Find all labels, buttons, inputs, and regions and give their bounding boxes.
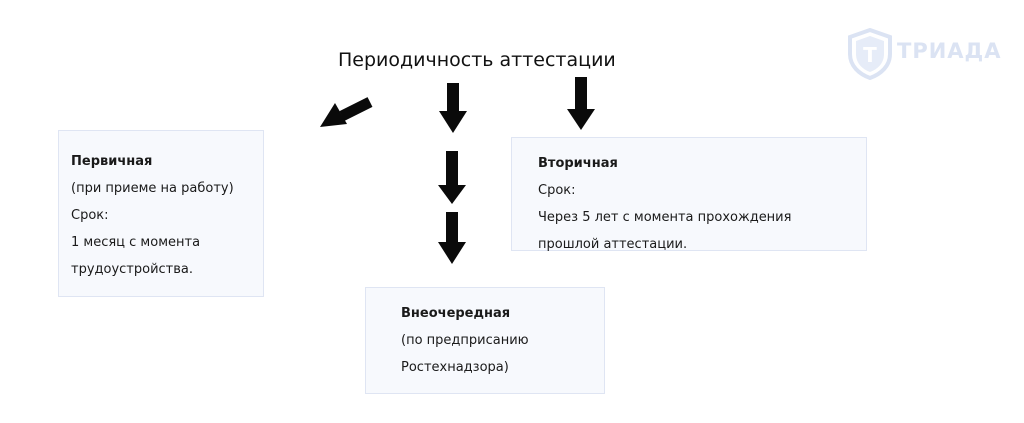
box-line: прошлой аттестации. <box>538 237 688 252</box>
box-line: Срок: <box>538 183 576 198</box>
triada-logo: Т ТРИАДА <box>846 28 1001 80</box>
secondary-attestation-box: Вторичная Срок: Через 5 лет с момента пр… <box>511 137 867 252</box>
arrow-to-secondary <box>567 77 595 130</box>
box-heading: Вторичная <box>538 156 618 171</box>
box-line: (по предприсанию <box>401 333 529 348</box>
diagram-title: Периодичность аттестации <box>338 49 616 71</box>
box-line: Срок: <box>71 208 109 223</box>
box-line: трудоустройства. <box>71 262 194 277</box>
box-line: 1 месяц с момента <box>71 235 201 250</box>
logo-emblem-letter: Т <box>863 43 877 67</box>
box-line: (при приеме на работу) <box>71 181 234 196</box>
box-line: Ростехнадзора) <box>401 360 509 375</box>
arrow-center-top <box>439 83 467 133</box>
box-line: Через 5 лет с момента прохождения <box>538 210 792 225</box>
arrow-to-primary <box>320 97 373 127</box>
box-heading: Внеочередная <box>401 306 511 321</box>
shield-icon: Т <box>848 28 892 80</box>
logo-text: ТРИАДА <box>897 39 1002 63</box>
arrow-to-extraordinary <box>438 212 466 264</box>
arrow-center-middle <box>438 151 466 204</box>
primary-attestation-box: Первичная (при приеме на работу) Срок: 1… <box>58 130 264 297</box>
extraordinary-attestation-box: Внеочередная (по предприсанию Ростехнадз… <box>365 287 605 394</box>
box-heading: Первичная <box>71 154 153 169</box>
